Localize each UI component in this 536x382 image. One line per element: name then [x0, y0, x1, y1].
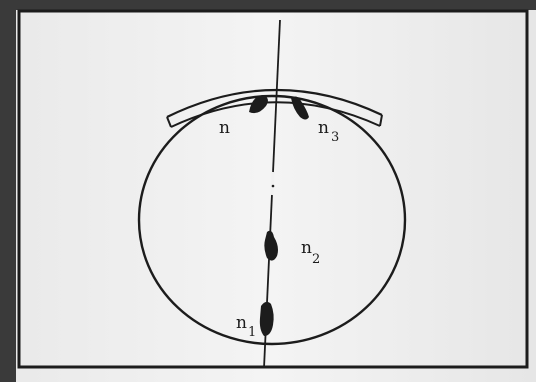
label-n1: n	[236, 313, 247, 333]
label-n: n	[219, 118, 230, 138]
label-n2-subscript: 2	[312, 252, 320, 267]
left-dark-edge	[0, 0, 16, 382]
label-n1-subscript: 1	[248, 325, 256, 340]
label-n3: n	[318, 118, 329, 138]
label-n3-subscript: 3	[331, 130, 339, 145]
axis-dot	[272, 185, 275, 188]
top-dark-edge	[0, 0, 536, 10]
axis-gap	[272, 172, 273, 195]
label-n2: n	[301, 238, 312, 258]
